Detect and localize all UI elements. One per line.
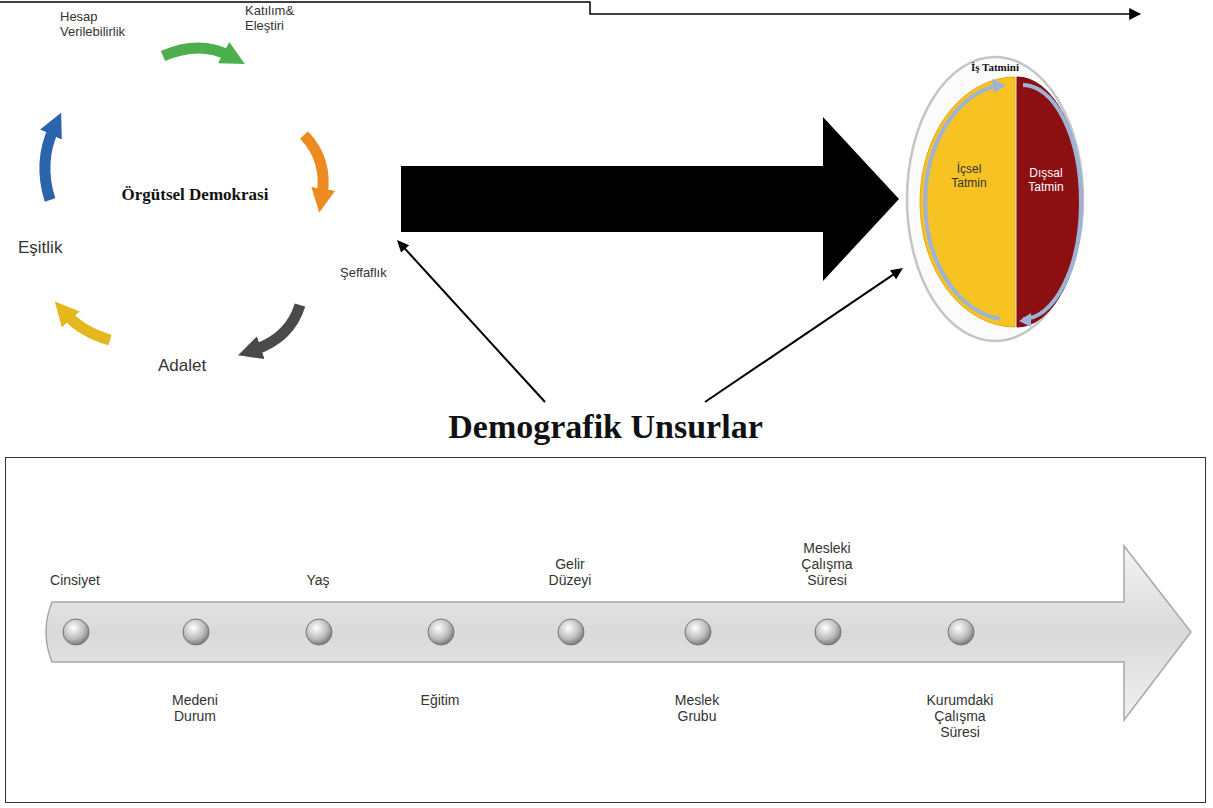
panel-frame: [5, 457, 1206, 803]
timeline-arrow: [6, 458, 1205, 802]
red-half-fill: [1017, 77, 1082, 327]
dimension-label: Hesap Verilebilirlik: [60, 10, 152, 40]
demographic-label: Medeni Durum: [159, 692, 231, 724]
block-arrow-shape: [401, 117, 899, 281]
timeline-bead: [558, 619, 584, 645]
cycle-arrow-grey: [254, 305, 300, 350]
top-rule: [0, 2, 1140, 14]
demographic-label: Gelir Düzeyi: [538, 556, 602, 588]
dimension-label: Eşitlik: [18, 238, 98, 258]
thin-arrow: [397, 240, 545, 402]
thin-arrow: [705, 268, 903, 402]
cycle-stroke-head: [992, 79, 1006, 93]
cycle-arrow-orange: [304, 135, 323, 196]
demographic-label: Cinsiyet: [30, 572, 120, 588]
timeline-bead: [428, 619, 454, 645]
timeline-bead: [948, 619, 974, 645]
yellow-half-fill: [920, 77, 1015, 327]
cycle-arrow-blue: [45, 128, 54, 200]
demographic-label: Mesleki Çalışma Süresi: [789, 540, 865, 588]
demographic-label: Eğitim: [400, 692, 480, 708]
section-heading: Demografik Unsurlar: [5, 407, 1206, 446]
cycle-title: Örgütsel Demokrasi: [80, 185, 310, 205]
timeline-bead: [815, 619, 841, 645]
cycle-region: Örgütsel Demokrasi: [20, 10, 395, 385]
block-arrow: [401, 117, 899, 281]
timeline-bead: [306, 619, 332, 645]
arrow-head: [890, 268, 903, 279]
dimension-label: Katılım& Eleştiri: [245, 4, 315, 34]
cycle-stroke-head: [1019, 313, 1031, 327]
connector-line: [404, 247, 545, 402]
ellipse-title: İş Tatmini: [905, 61, 1085, 74]
cycle-stroke: [925, 85, 1000, 319]
timeline-bead: [183, 619, 209, 645]
dimension-label: Şeffaflık: [340, 266, 410, 281]
arrow-head: [397, 240, 409, 253]
red-half: [1017, 77, 1082, 327]
extrinsic-label: Dışsal Tatmin: [1020, 167, 1072, 195]
demographic-label: Yaş: [283, 572, 353, 588]
dimension-label: Adalet: [158, 356, 238, 376]
extrinsic-half: Dışsal Tatmin: [1017, 77, 1082, 327]
intrinsic-half: İçsel Tatmin: [920, 77, 1015, 327]
timeline-bead: [63, 619, 89, 645]
ellipse-ring: [907, 57, 1083, 341]
cycle-arrow-yellow: [66, 314, 110, 340]
satisfaction-ellipse: İş Tatminiİçsel Tatmin Dışsal Tatmin: [905, 55, 1085, 343]
cycle-stroke: [1023, 85, 1081, 319]
demographic-label: Kurumdaki Çalışma Süresi: [916, 692, 1004, 740]
timeline-bead: [685, 619, 711, 645]
demographic-label: Meslek Grubu: [664, 692, 730, 724]
intrinsic-label: İçsel Tatmin: [938, 163, 1000, 191]
yellow-half: [920, 77, 1015, 327]
cycle-arrow-green: [163, 48, 230, 56]
connector-line: [705, 274, 895, 402]
demographics-panel: Demografik Unsurlar: [5, 405, 1206, 803]
